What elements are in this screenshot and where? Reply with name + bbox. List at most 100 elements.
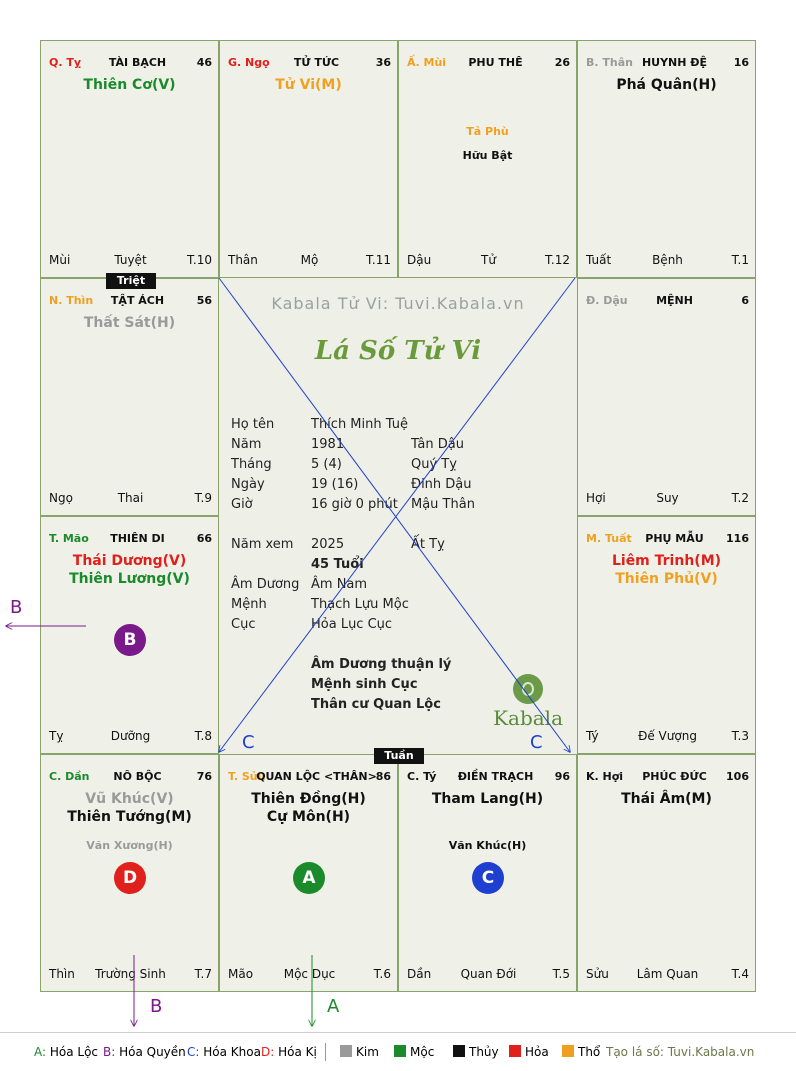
footer-stage: Suy xyxy=(656,491,679,505)
branch-label: B. Thân xyxy=(586,56,633,69)
major-star: Liêm Trinh(M) xyxy=(611,553,722,569)
info-value: 19 (16) xyxy=(311,477,359,492)
major-stars: Tử Vi(M) xyxy=(220,76,397,94)
info-label: Cục xyxy=(231,617,256,632)
legend-hoa-key: A: xyxy=(34,1045,47,1059)
summary-note: Âm Dương thuận lý xyxy=(311,657,452,672)
element-swatch xyxy=(509,1045,521,1057)
major-stars: Vũ Khúc(V)Thiên Tướng(M) xyxy=(41,790,218,826)
footer-branch: Sửu xyxy=(586,967,609,981)
house-number: 6 xyxy=(741,294,749,307)
legend-hoa-item: B: Hóa Quyền xyxy=(103,1045,186,1059)
legend-hoa-key: D: xyxy=(261,1045,275,1059)
info-value-can-chi: Mậu Thân xyxy=(411,497,475,512)
cell-footer: Dần Quan Đới T.5 xyxy=(407,967,570,983)
major-star: Thái Âm(M) xyxy=(621,791,712,807)
major-star: Thái Dương(V) xyxy=(72,553,187,569)
footer-month: T.3 xyxy=(731,729,749,743)
footer-branch: Tỵ xyxy=(49,729,64,743)
house-number: 16 xyxy=(733,56,749,69)
info-label: Ngày xyxy=(231,477,265,492)
branch-label: K. Hợi xyxy=(586,770,624,783)
major-stars: Thiên Cơ(V) xyxy=(41,76,218,94)
info-label: Năm xem xyxy=(231,537,294,552)
legend-hoa-text: Hóa Quyền xyxy=(115,1045,186,1059)
element-swatch xyxy=(394,1045,406,1057)
info-label: Họ tên xyxy=(231,417,275,432)
footer-stage: Dưỡng xyxy=(110,729,151,743)
footer-month: T.10 xyxy=(187,253,212,267)
legend-element-item: Kim xyxy=(340,1045,379,1059)
info-value: Thạch Lựu Mộc xyxy=(311,597,409,612)
footer-stage: Quan Đới xyxy=(460,967,517,981)
footer-branch: Thìn xyxy=(49,967,75,981)
info-value: 1981 xyxy=(311,437,345,452)
footer-month: T.1 xyxy=(731,253,749,267)
info-label: Âm Dương xyxy=(231,577,300,592)
house-name: PHÚC ĐỨC xyxy=(642,770,707,783)
major-star: Cự Môn(H) xyxy=(266,809,351,825)
info-value: 16 giờ 0 phút xyxy=(311,497,398,512)
element-swatch xyxy=(340,1045,352,1057)
info-value: Thích Minh Tuệ xyxy=(311,417,408,432)
major-stars: Thái Âm(M) xyxy=(578,790,755,808)
footer-month: T.7 xyxy=(194,967,212,981)
info-value: 2025 xyxy=(311,537,345,552)
footer-stage: Trường Sinh xyxy=(95,967,166,981)
minor-star: Văn Xương(H) xyxy=(86,839,173,852)
minor-star: Tả Phù xyxy=(466,125,509,138)
house-name: ĐIỀN TRẠCH xyxy=(457,770,534,783)
footer-month: T.5 xyxy=(552,967,570,981)
footer-stage: Mộc Dục xyxy=(283,967,336,981)
house-number: 106 xyxy=(726,770,749,783)
legend-element-item: Mộc xyxy=(394,1045,434,1059)
legend-element-item: Thổ xyxy=(562,1045,600,1059)
legend-element-name: Kim xyxy=(356,1045,379,1059)
legend-credit: Tạo lá số: Tuvi.Kabala.vn xyxy=(606,1045,755,1059)
legend-element-item: Hỏa xyxy=(509,1045,549,1059)
legend-hoa-text: Hóa Khoa xyxy=(199,1045,261,1059)
legend-element-name: Thổ xyxy=(578,1045,601,1059)
house-name: PHỤ MẪU xyxy=(645,532,704,545)
footer-month: T.2 xyxy=(731,491,749,505)
hoa-badge-d: D xyxy=(114,862,146,894)
house-number: 66 xyxy=(196,532,212,545)
house-name: TÀI BẠCH xyxy=(108,56,167,69)
house-number: 56 xyxy=(196,294,212,307)
house-name: THIÊN DI xyxy=(110,532,165,545)
footer-branch: Mùi xyxy=(49,253,71,267)
footer-stage: Tuyệt xyxy=(114,253,147,267)
major-stars: Thiên Đồng(H)Cự Môn(H) xyxy=(220,790,397,826)
house-number: 26 xyxy=(554,56,570,69)
legend-hoa-item: C: Hóa Khoa xyxy=(187,1045,261,1059)
footer-month: T.4 xyxy=(731,967,749,981)
info-label: Năm xyxy=(231,437,262,452)
footer-stage: Thai xyxy=(117,491,144,505)
footer-stage: Tử xyxy=(481,253,496,267)
footer-branch: Dần xyxy=(407,967,432,981)
chart-center-panel: Kabala Tử Vi: Tuvi.Kabala.vn Lá Số Tử Vi… xyxy=(219,278,577,754)
footer-branch: Mão xyxy=(228,967,254,981)
